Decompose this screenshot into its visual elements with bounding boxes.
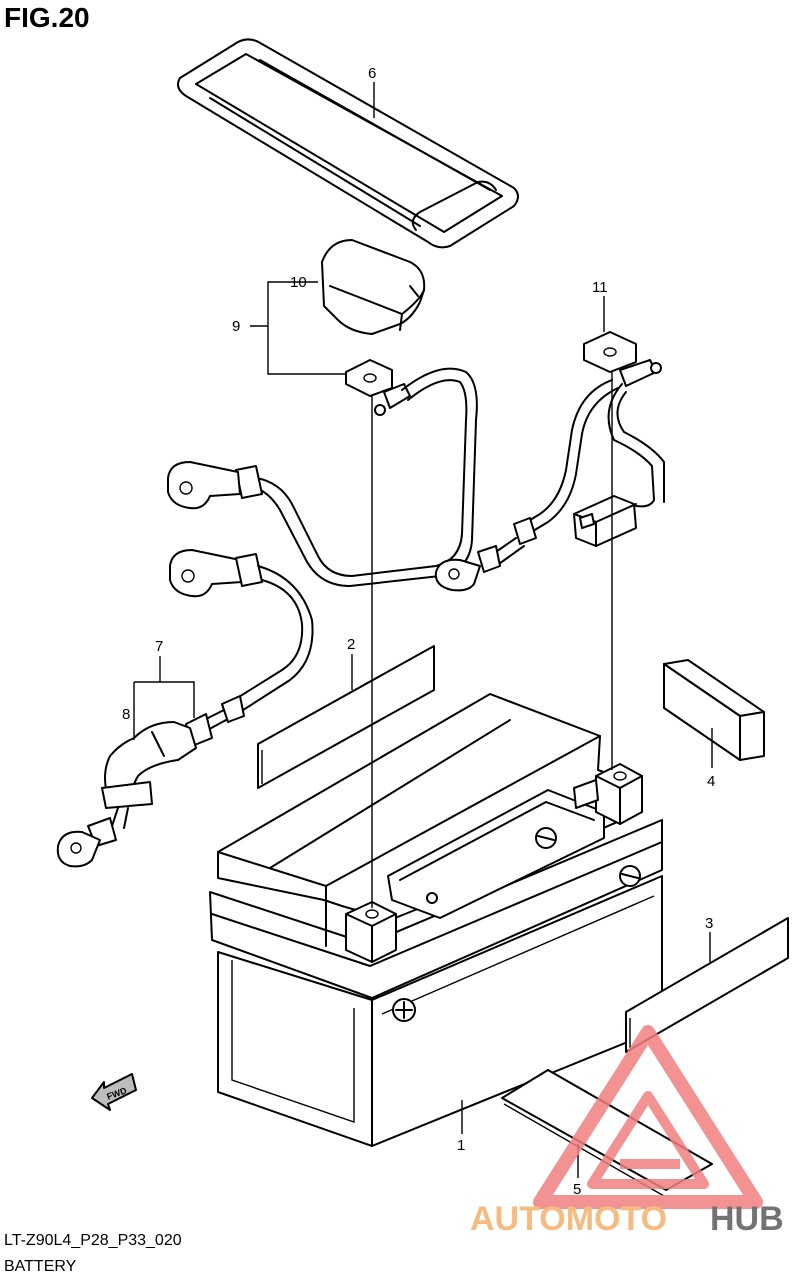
part-10-terminal-cover: [321, 239, 426, 335]
part-4-spacer: [663, 659, 765, 761]
callout-4: 4: [707, 773, 715, 790]
callout-9: 9: [232, 318, 240, 335]
part-7-cable: [56, 549, 314, 868]
figure-title: FIG.20: [4, 2, 90, 33]
part-11-negative-cable: [434, 331, 665, 592]
callout-numbers: 6 10 9 11 2 7 8 4 3 1 5: [122, 65, 715, 1198]
part-2-label: [257, 645, 435, 789]
callout-5: 5: [573, 1181, 581, 1198]
leader-lines: [133, 82, 713, 1178]
callout-1: 1: [457, 1137, 465, 1154]
callout-2: 2: [347, 636, 355, 653]
callout-3: 3: [705, 915, 713, 932]
part-3-sheet: [625, 917, 789, 1053]
callout-11: 11: [592, 279, 608, 296]
fwd-arrow-icon: FWD: [91, 1073, 137, 1111]
part-1-battery: [209, 693, 663, 1147]
part-6-battery-band: [177, 38, 519, 249]
callout-6: 6: [368, 65, 376, 82]
diagram-code: LT-Z90L4_P28_P33_020: [4, 1232, 182, 1249]
callout-10: 10: [290, 274, 307, 291]
callout-7: 7: [155, 638, 163, 655]
part-9-positive-cable: [167, 359, 478, 587]
watermark-text-right: HUB: [710, 1200, 784, 1238]
assembly-lines: [371, 372, 613, 908]
watermark-logo: AUTOMOTO HUB: [470, 1025, 784, 1238]
watermark-text-left: AUTOMOTO: [470, 1200, 667, 1238]
diagram-caption: BATTERY: [4, 1258, 77, 1275]
callout-8: 8: [122, 706, 130, 723]
